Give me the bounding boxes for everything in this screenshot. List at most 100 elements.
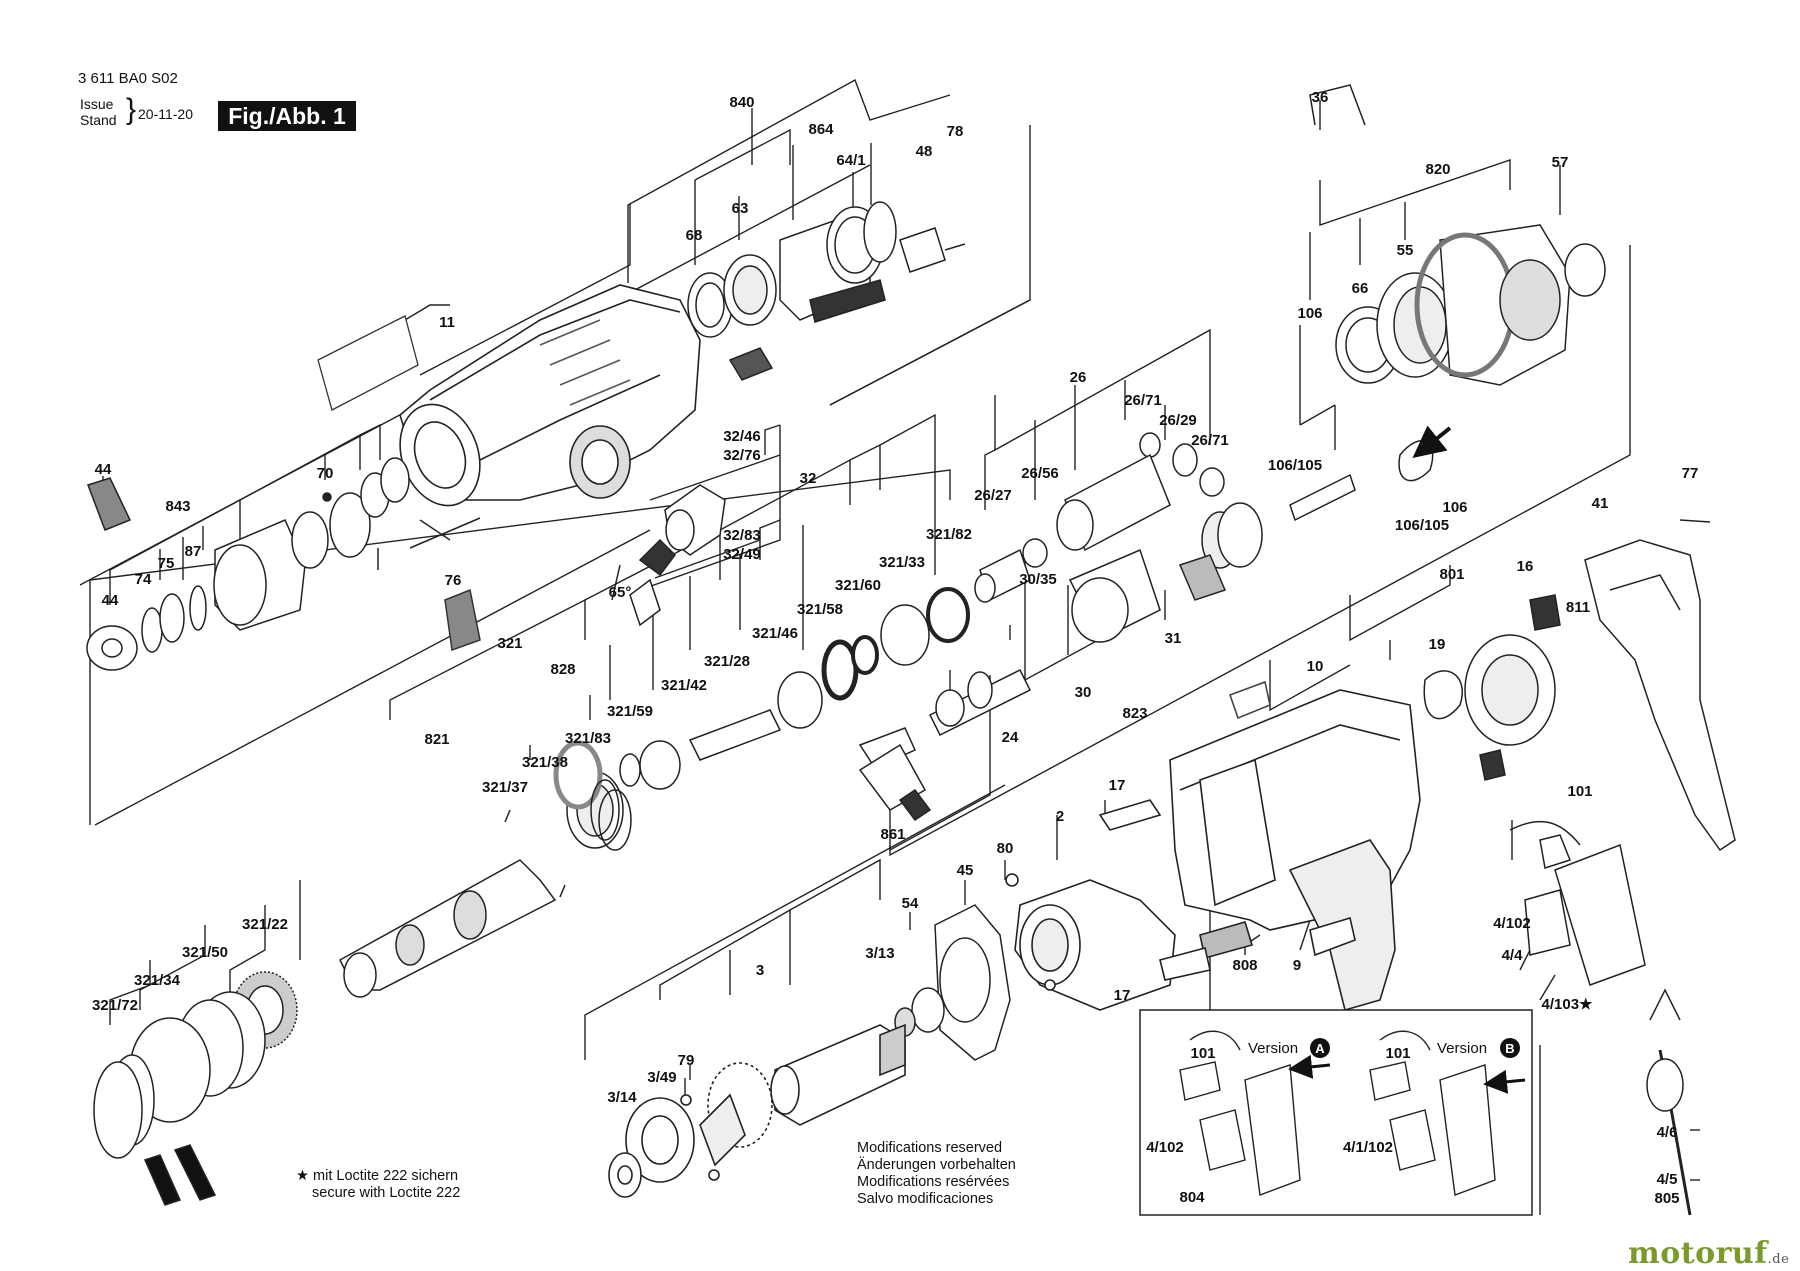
callout: 4/5 bbox=[1657, 1171, 1678, 1188]
callout: 321/83 bbox=[565, 730, 611, 747]
callout: 4/102 bbox=[1493, 915, 1531, 932]
callout: 321/72 bbox=[92, 997, 138, 1014]
brand-logo[interactable]: motoruf.de bbox=[1628, 1236, 1789, 1271]
callout: 26/71 bbox=[1191, 432, 1229, 449]
callout: 321/60 bbox=[835, 577, 881, 594]
version-b-badge bbox=[1500, 1038, 1520, 1058]
callout: 101 bbox=[1190, 1045, 1215, 1062]
callout: 68 bbox=[686, 227, 703, 244]
version-b-label: Version bbox=[1437, 1040, 1487, 1057]
callout: 321/28 bbox=[704, 653, 750, 670]
callout: 65° bbox=[609, 584, 632, 601]
callout: 32 bbox=[800, 470, 817, 487]
callout: 321/33 bbox=[879, 554, 925, 571]
callout: 321/22 bbox=[242, 916, 288, 933]
callout: 57 bbox=[1552, 154, 1569, 171]
callout: 26/27 bbox=[974, 487, 1012, 504]
callout: 11 bbox=[439, 314, 455, 331]
callout: 4/1/102 bbox=[1343, 1139, 1393, 1156]
callout: 321/82 bbox=[926, 526, 972, 543]
callout: 321/37 bbox=[482, 779, 528, 796]
pointer-arrows bbox=[1412, 425, 1452, 458]
figure-label: Fig./Abb. 1 bbox=[218, 101, 356, 131]
callout: 32/76 bbox=[723, 447, 761, 464]
callout: 3 bbox=[756, 962, 764, 979]
callout: 44 bbox=[95, 461, 112, 478]
callout: 32/83 bbox=[723, 527, 761, 544]
note-line: Salvo modificaciones bbox=[857, 1191, 994, 1207]
callout: 9 bbox=[1293, 957, 1301, 974]
callout: 64/1 bbox=[836, 152, 865, 169]
motor-housing-10 bbox=[1169, 680, 1421, 1011]
callout: 78 bbox=[947, 123, 964, 140]
callout: 26/56 bbox=[1021, 465, 1059, 482]
callout: 828 bbox=[550, 661, 575, 678]
loctite-note: ★ mit Loctite 222 sichern secure with Lo… bbox=[296, 1168, 460, 1202]
callout: 70 bbox=[317, 465, 334, 482]
label-plate-11 bbox=[317, 315, 419, 411]
callout: 808 bbox=[1232, 957, 1257, 974]
callout: 805 bbox=[1654, 1190, 1679, 1207]
note-line: Modifications resérvées bbox=[857, 1174, 1010, 1190]
callout: 76 bbox=[445, 572, 462, 589]
version-a-label: Version bbox=[1248, 1040, 1298, 1057]
stand-label: Stand bbox=[80, 112, 117, 128]
intermediate-shaft-24 bbox=[858, 668, 1032, 822]
armature-3 bbox=[608, 1023, 906, 1198]
callout: 75 bbox=[158, 555, 175, 572]
callout: 321/58 bbox=[797, 601, 843, 618]
callout: 321/42 bbox=[661, 677, 707, 694]
callout: 321 bbox=[497, 635, 522, 652]
callout: 4/4 bbox=[1502, 947, 1524, 964]
callout: 3/49 bbox=[647, 1069, 676, 1086]
callout: 17 bbox=[1109, 777, 1126, 794]
callout: 87 bbox=[185, 543, 202, 560]
callout: 101 bbox=[1385, 1045, 1410, 1062]
callout: 106 bbox=[1297, 305, 1322, 322]
callout: 804 bbox=[1179, 1189, 1205, 1206]
callout: 19 bbox=[1429, 636, 1446, 653]
callout: 77 bbox=[1682, 465, 1699, 482]
callout: 321/50 bbox=[182, 944, 228, 961]
brand-suffix: .de bbox=[1767, 1252, 1790, 1267]
issue-date: 20-11-20 bbox=[138, 106, 194, 122]
callout: 106/105 bbox=[1268, 457, 1322, 474]
gear-housing bbox=[399, 284, 701, 507]
impact-mechanism-321 bbox=[553, 587, 970, 841]
callout: 30/35 bbox=[1019, 571, 1057, 588]
callout: 106/105 bbox=[1395, 517, 1449, 534]
callout: 54 bbox=[902, 895, 919, 912]
callout: 32/46 bbox=[723, 428, 761, 445]
callout: 106 bbox=[1442, 499, 1467, 516]
chuck-parts-843 bbox=[86, 457, 481, 671]
version-a-badge bbox=[1310, 1038, 1330, 1058]
fan-baffle-45 bbox=[894, 904, 1011, 1061]
note-line: ★ mit Loctite 222 sichern bbox=[296, 1168, 459, 1184]
callout: 4/102 bbox=[1146, 1139, 1184, 1156]
callout: 823 bbox=[1122, 705, 1147, 722]
group-boundary-lines bbox=[79, 125, 1631, 1060]
note-line: Modifications reserved bbox=[857, 1140, 1003, 1156]
callout: 41 bbox=[1592, 495, 1609, 512]
callout: 26/71 bbox=[1124, 392, 1162, 409]
callout: 321/59 bbox=[607, 703, 653, 720]
version-labels: Version A Version B bbox=[1248, 1038, 1520, 1058]
callout: 31 bbox=[1165, 630, 1182, 647]
callout: 17 bbox=[1114, 987, 1131, 1004]
callout: 4/103★ bbox=[1542, 996, 1594, 1013]
switch-parts-right bbox=[1509, 820, 1692, 1216]
bearing-parts-840 bbox=[687, 201, 966, 381]
callout: 843 bbox=[165, 498, 190, 515]
motor-end-parts-820 bbox=[1289, 84, 1606, 522]
callout: 74 bbox=[135, 571, 152, 588]
modifications-note: Modifications reserved Änderungen vorbeh… bbox=[857, 1140, 1016, 1208]
callout: 66 bbox=[1352, 280, 1369, 297]
note-line: Änderungen vorbehalten bbox=[857, 1157, 1016, 1173]
callout: 36 bbox=[1312, 89, 1329, 106]
callout: 801 bbox=[1439, 566, 1464, 583]
callout: 4/6 bbox=[1657, 1124, 1678, 1141]
issue-stand-labels: Issue Stand bbox=[80, 96, 117, 128]
note-line: secure with Loctite 222 bbox=[312, 1185, 461, 1201]
version-inset-box bbox=[1139, 1009, 1533, 1216]
